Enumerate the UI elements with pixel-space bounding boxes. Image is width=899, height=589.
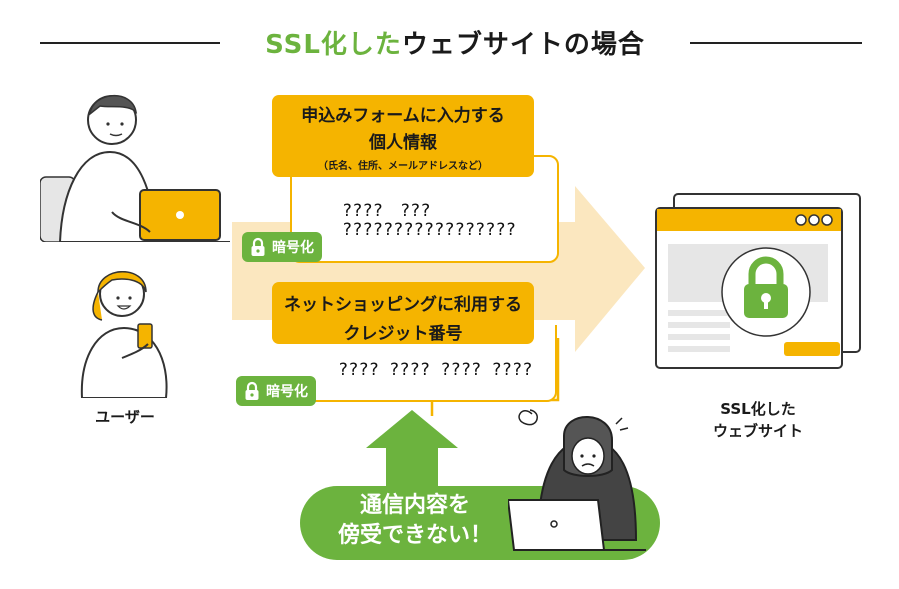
window-dot <box>808 214 820 226</box>
personal-info-heading: 申込みフォームに入力する 個人情報 （氏名、住所、メールアドレスなど） <box>272 95 534 177</box>
website-label-line2: ウェブサイト <box>712 422 803 440</box>
lock-icon <box>744 256 788 318</box>
badge-label: 暗号化 <box>272 240 314 256</box>
credit-info-heading: ネットショッピングに利用する クレジット番号 <box>272 282 534 344</box>
callout-text: 通信内容を 傍受できない！ <box>320 491 510 551</box>
title-accent: SSL化した <box>265 30 402 60</box>
encrypted-badge: 暗号化 <box>236 376 316 406</box>
page-title: SSL化したウェブサイトの場合 <box>240 24 670 61</box>
title-rule-left <box>40 42 220 44</box>
heading-line1: ネットショッピングに利用する <box>284 295 522 315</box>
heading-line1: 申込みフォームに入力する <box>301 106 505 126</box>
title-rule-right <box>690 42 862 44</box>
heading-line2: 個人情報 <box>369 133 437 153</box>
user-phone-illustration <box>80 271 168 398</box>
callout-line1: 通信内容を <box>359 493 470 518</box>
cipher-text: ????????????????? <box>342 220 516 240</box>
website-window <box>655 193 861 369</box>
callout-line2: 傍受できない！ <box>337 523 492 548</box>
cipher-text: ???? ???? ???? ???? <box>338 360 533 380</box>
window-dot <box>795 214 807 226</box>
user-laptop-illustration <box>40 95 230 242</box>
badge-label: 暗号化 <box>266 384 308 400</box>
green-up-arrow <box>366 410 458 488</box>
encrypted-badge: 暗号化 <box>242 232 322 262</box>
lock-icon <box>245 381 259 400</box>
title-rest: ウェブサイトの場合 <box>401 30 645 60</box>
lock-icon <box>251 237 265 256</box>
window-dot <box>821 214 833 226</box>
heading-line2: クレジット番号 <box>343 324 463 344</box>
website-label: SSL化した ウェブサイト <box>698 398 818 442</box>
hacker-illustration <box>508 409 646 551</box>
heading-sub: （氏名、住所、メールアドレスなど） <box>318 161 488 172</box>
user-label: ユーザー <box>95 408 155 426</box>
website-label-line1: SSL化した <box>720 400 796 418</box>
cipher-text: ???? ??? <box>342 201 431 221</box>
